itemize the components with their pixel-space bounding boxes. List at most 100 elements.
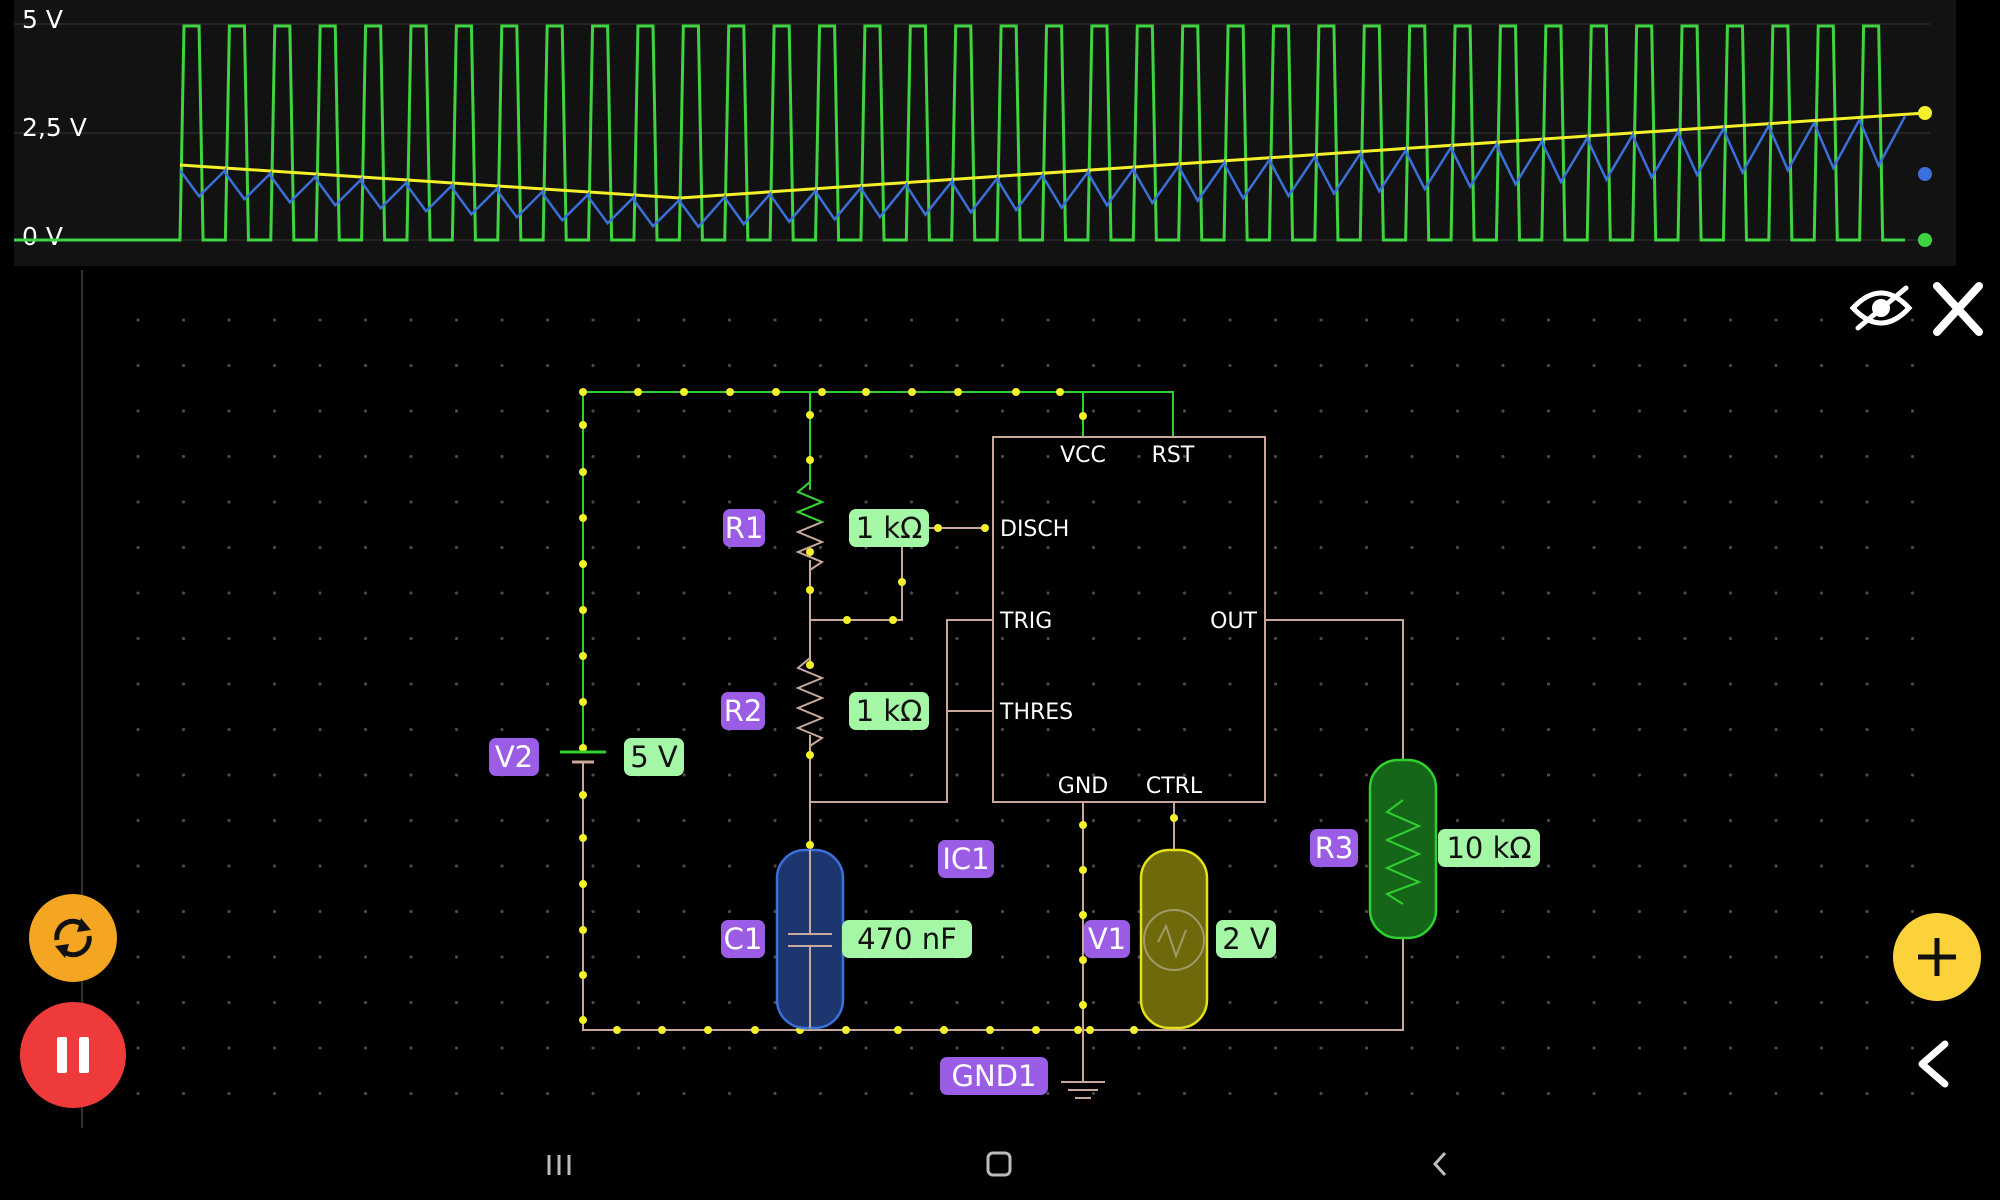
hide-scope-button[interactable] <box>1846 278 1916 338</box>
v1-value-chip[interactable] <box>1216 920 1276 958</box>
v1-source[interactable] <box>1139 848 1209 1030</box>
r1-name-chip[interactable] <box>723 509 765 547</box>
v2-name: V2 <box>495 740 533 774</box>
close-icon <box>1933 282 1983 336</box>
r3-highlight[interactable] <box>1368 758 1438 940</box>
wire-trig[interactable] <box>809 619 993 803</box>
current-dot <box>1074 1026 1082 1034</box>
close-scope-button[interactable] <box>1925 278 1987 340</box>
home-button[interactable] <box>986 1151 1012 1177</box>
current-dot <box>680 388 688 396</box>
current-dot <box>579 652 587 660</box>
r1-resistor[interactable] <box>795 481 825 571</box>
current-dot <box>1086 1026 1094 1034</box>
current-dot <box>751 1026 759 1034</box>
r3-symbol <box>1384 799 1422 905</box>
v1-name: V1 <box>1088 922 1126 956</box>
current-dot <box>1012 388 1020 396</box>
reset-simulation-button[interactable] <box>29 894 117 982</box>
gnd1-name-chip[interactable] <box>940 1057 1048 1095</box>
current-dot <box>806 411 814 419</box>
r3-name: R3 <box>1315 831 1354 865</box>
v2-value-chip[interactable] <box>624 738 684 776</box>
current-dot <box>954 388 962 396</box>
ic1-body[interactable] <box>992 436 1266 803</box>
v2-name-chip[interactable] <box>489 738 539 776</box>
recent-apps-button[interactable] <box>547 1155 571 1175</box>
c1-name-chip[interactable] <box>721 920 765 958</box>
v1-name-chip[interactable] <box>1084 920 1130 958</box>
current-dot <box>908 388 916 396</box>
c1-value-chip[interactable] <box>842 920 972 958</box>
current-dot <box>579 834 587 842</box>
current-dot <box>579 698 587 706</box>
r3-value-chip[interactable] <box>1438 829 1540 867</box>
r2-name: R2 <box>724 694 763 728</box>
current-dot <box>806 586 814 594</box>
trace-marker-control <box>1918 106 1932 120</box>
c1-name: C1 <box>724 922 763 956</box>
current-dots <box>579 388 1178 1034</box>
current-dot <box>1130 1026 1138 1034</box>
current-dot <box>1056 388 1064 396</box>
gnd1-name: GND1 <box>952 1059 1037 1093</box>
ic1-name-chip[interactable] <box>938 840 994 878</box>
pin-ctrl: CTRL <box>1146 774 1203 799</box>
current-dot <box>726 388 734 396</box>
current-dot <box>806 548 814 556</box>
back-icon <box>1432 1151 1447 1177</box>
trace-output-square-wave <box>14 24 1905 242</box>
v1-circle <box>1143 909 1205 971</box>
collapse-panel-button[interactable] <box>1900 1035 1960 1095</box>
current-dot <box>818 388 826 396</box>
r2-resistor[interactable] <box>795 657 825 747</box>
current-dot <box>1079 1001 1087 1009</box>
pin-gnd: GND <box>1058 774 1108 799</box>
r2-value-chip[interactable] <box>849 692 929 730</box>
current-dot <box>940 1026 948 1034</box>
pause-simulation-button[interactable] <box>20 1002 126 1108</box>
recent-apps-icon <box>547 1155 571 1175</box>
current-dot <box>894 1026 902 1034</box>
r3-value: 10 kΩ <box>1446 831 1531 865</box>
oscilloscope[interactable]: 5 V 2,5 V 0 V <box>14 0 1956 266</box>
refresh-icon <box>54 918 92 958</box>
pin-out: OUT <box>1210 609 1257 634</box>
v1-highlight[interactable] <box>1139 848 1209 1030</box>
c1-capacitor[interactable] <box>775 848 845 1030</box>
system-nav-bar <box>547 1151 1447 1177</box>
add-component-button[interactable] <box>1893 913 1981 1001</box>
r2-value: 1 kΩ <box>856 694 923 728</box>
r1-value-chip[interactable] <box>849 509 929 547</box>
pause-icon <box>57 1037 89 1073</box>
r3-resistor[interactable] <box>1368 758 1438 940</box>
current-dot <box>579 560 587 568</box>
v2-value: 5 V <box>630 740 678 774</box>
current-dot <box>634 388 642 396</box>
current-dot <box>579 388 587 396</box>
wire-out[interactable] <box>1265 619 1404 760</box>
scope-label-5v: 5 V <box>22 5 63 34</box>
plus-icon <box>1918 938 1956 976</box>
grid-background[interactable] <box>110 290 1920 1100</box>
scope-label-0v: 0 V <box>22 222 63 251</box>
v2-battery[interactable] <box>560 750 606 764</box>
back-button[interactable] <box>1432 1151 1447 1177</box>
current-dot <box>579 514 587 522</box>
current-dot <box>579 744 587 752</box>
v1-wave-glyph <box>1157 923 1187 959</box>
wire-discharge[interactable] <box>809 527 985 621</box>
current-dot <box>579 971 587 979</box>
current-dot <box>772 388 780 396</box>
gnd1-symbol[interactable] <box>1061 1081 1105 1099</box>
r3-name-chip[interactable] <box>1310 829 1358 867</box>
current-dot <box>613 1026 621 1034</box>
ic1-timer[interactable]: VCC RST DISCH TRIG THRES OUT GND CTRL <box>992 436 1266 803</box>
collapse-hitbox[interactable] <box>1900 1035 1960 1095</box>
r2-name-chip[interactable] <box>721 692 765 730</box>
home-icon <box>986 1151 1012 1177</box>
scope-traces <box>14 24 1926 242</box>
current-dot <box>806 751 814 759</box>
current-dot <box>579 1016 587 1024</box>
